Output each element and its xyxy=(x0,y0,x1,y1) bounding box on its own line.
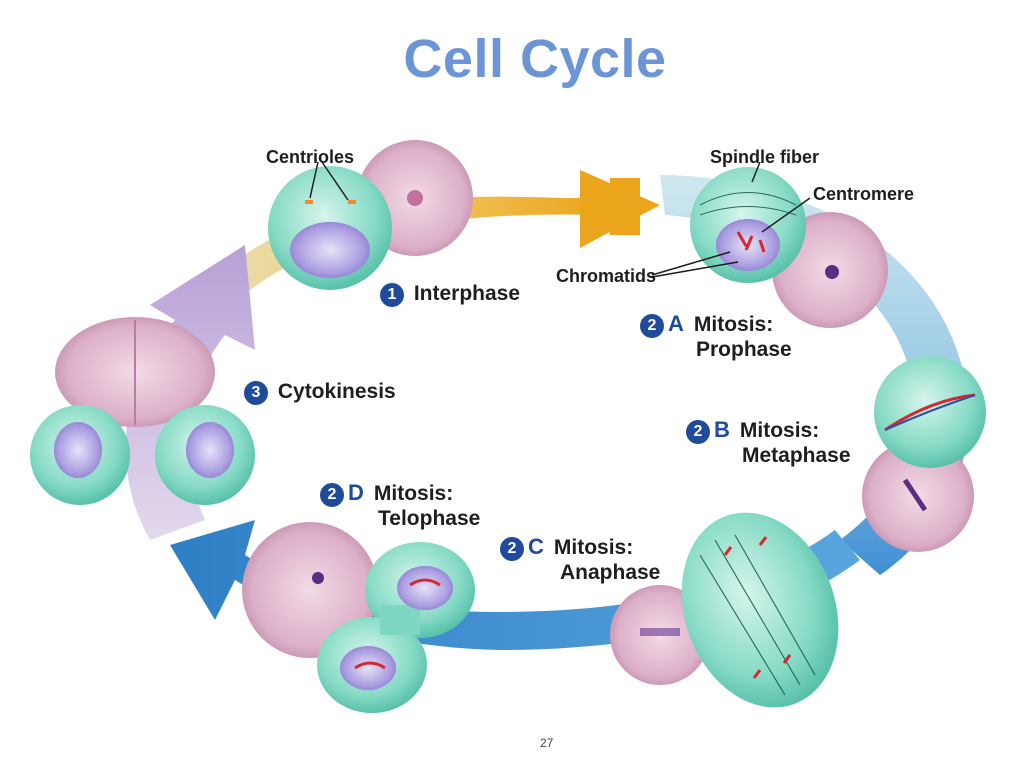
cycle-arrow-mitosis-right xyxy=(660,175,969,575)
step-badge-2: 2 xyxy=(320,483,344,507)
metaphase-micrograph xyxy=(862,440,974,552)
phase-letter: B xyxy=(714,417,730,442)
phase-line1: Mitosis: xyxy=(739,419,820,442)
phase-label-interphase: 1 Interphase xyxy=(380,282,520,307)
phase-letter: A xyxy=(668,311,684,336)
phase-line1: Mitosis: xyxy=(693,313,774,336)
phase-line2: Telophase xyxy=(378,507,481,530)
label-spindle-fiber: Spindle fiber xyxy=(710,147,820,167)
cytokinesis-micrograph xyxy=(55,317,215,427)
label-leader-lines xyxy=(309,161,811,278)
page-title: Cell Cycle xyxy=(403,29,667,89)
telophase-cell xyxy=(317,542,475,713)
phase-line1: Mitosis: xyxy=(373,482,454,505)
interphase-cell xyxy=(268,166,392,290)
label-centromere: Centromere xyxy=(813,184,915,204)
phase-label-cytokinesis: 3 Cytokinesis xyxy=(244,380,396,405)
phase-letter: D xyxy=(348,480,364,505)
step-badge-3: 3 xyxy=(244,381,268,405)
label-centrioles: Centrioles xyxy=(266,147,355,167)
phase-line2: Metaphase xyxy=(742,444,851,467)
step-badge-2: 2 xyxy=(640,314,664,338)
prophase-cell xyxy=(690,167,806,283)
phase-line1: Mitosis: xyxy=(553,536,634,559)
step-badge-1: 1 xyxy=(380,283,404,307)
cytokinesis-cell-right xyxy=(155,405,255,505)
phase-name: Cytokinesis xyxy=(277,380,396,403)
metaphase-cell xyxy=(874,356,986,468)
anaphase-cell xyxy=(681,512,839,708)
phase-line2: Prophase xyxy=(696,338,792,361)
step-badge-2: 2 xyxy=(500,537,524,561)
page-number: 27 xyxy=(540,736,554,750)
phase-name: Interphase xyxy=(413,282,521,305)
label-chromatids: Chromatids xyxy=(556,266,657,286)
cytokinesis-cell-left xyxy=(30,405,130,505)
step-badge-2: 2 xyxy=(686,420,710,444)
phase-letter: C xyxy=(528,534,544,559)
phase-line2: Anaphase xyxy=(560,561,661,584)
